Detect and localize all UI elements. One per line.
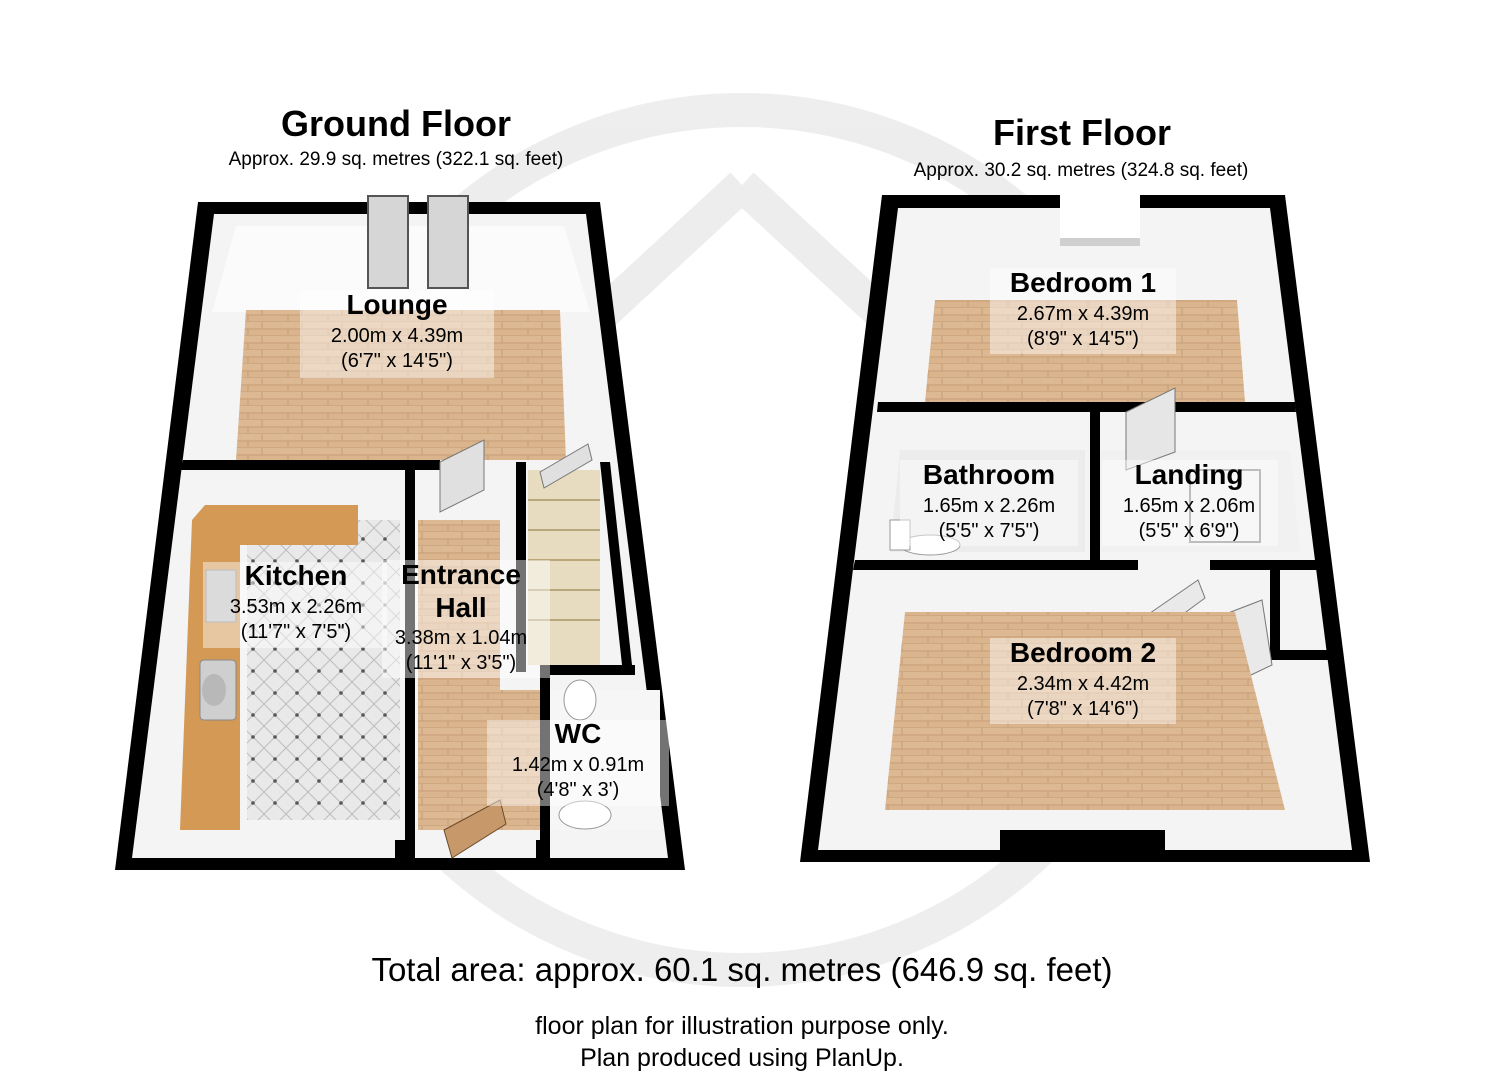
bedroom-2-metric: 2.34m x 4.42m — [1016, 673, 1150, 695]
lounge-name: Lounge — [346, 289, 448, 320]
first-floor-plan — [800, 195, 1370, 862]
wc-metric: 1.42m x 0.91m — [511, 754, 645, 776]
bedroom-2-imperial: (7'8" x 14'6") — [1027, 698, 1139, 720]
kitchen-imperial: (11'7" x 7'5") — [240, 621, 352, 643]
entrance-hall-imperial: (11'1" x 3'5") — [405, 652, 517, 674]
bedroom-2-label-bg — [990, 638, 1176, 724]
wc-imperial: (4'8" x 3') — [536, 779, 620, 801]
kitchen-label-bg — [203, 562, 387, 648]
bathroom-metric: 1.65m x 2.26m — [922, 495, 1056, 517]
ground-floor-area: Approx. 29.9 sq. metres (322.1 sq. feet) — [228, 149, 564, 170]
bathroom-name: Bathroom — [922, 459, 1056, 490]
kitchen-metric: 3.53m x 2.26m — [229, 596, 363, 618]
ground-floor-title: Ground Floor — [281, 103, 511, 144]
entrance-hall-metric: 3.38m x 1.04m — [394, 627, 528, 649]
bathroom-imperial: (5'5" x 7'5") — [938, 520, 1040, 542]
landing-label-bg — [1102, 460, 1278, 546]
first-floor-title: First Floor — [993, 112, 1171, 153]
landing-name: Landing — [1134, 459, 1244, 490]
bedroom-1-metric: 2.67m x 4.39m — [1016, 303, 1150, 325]
landing-imperial: (5'5" x 6'9") — [1138, 520, 1240, 542]
bedroom-1-imperial: (8'9" x 14'5") — [1027, 328, 1139, 350]
bedroom-2-name: Bedroom 2 — [1009, 637, 1157, 668]
first-floor-area: Approx. 30.2 sq. metres (324.8 sq. feet) — [913, 160, 1249, 181]
entrance-hall-name-line1: Entrance — [401, 559, 521, 590]
disclaimer-line-2: Plan produced using PlanUp. — [580, 1044, 904, 1072]
disclaimer-line-1: floor plan for illustration purpose only… — [535, 1012, 949, 1040]
lounge-metric: 2.00m x 4.39m — [330, 325, 464, 347]
lounge-imperial: (6'7" x 14'5") — [341, 350, 453, 372]
landing-metric: 1.65m x 2.06m — [1122, 495, 1256, 517]
lounge-label-bg — [300, 290, 494, 378]
bedroom-1-label-bg — [990, 268, 1176, 354]
total-area: Total area: approx. 60.1 sq. metres (646… — [371, 951, 1113, 988]
kitchen-name: Kitchen — [244, 560, 348, 591]
wc-label-bg — [487, 720, 669, 806]
entrance-hall-label-bg — [382, 560, 550, 678]
entrance-hall-name-line2: Hall — [435, 592, 487, 623]
wc-name: WC — [554, 718, 602, 749]
bedroom-1-name: Bedroom 1 — [1009, 267, 1157, 298]
bathroom-label-bg — [900, 460, 1078, 546]
ground-floor-plan — [115, 195, 685, 870]
